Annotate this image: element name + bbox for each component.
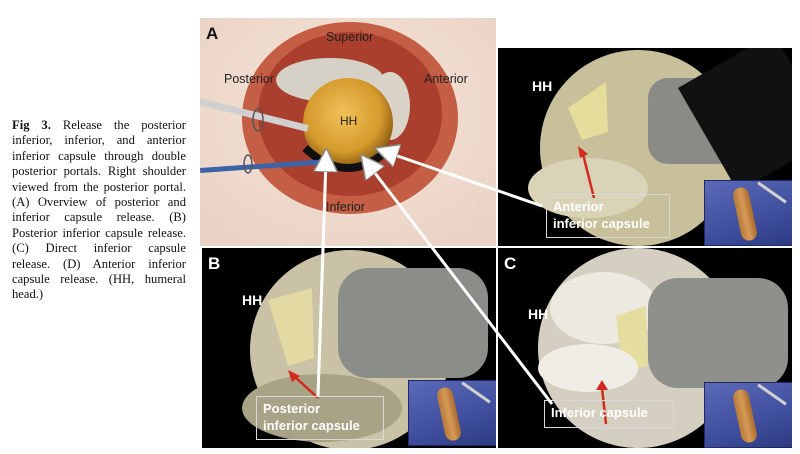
label-anterior-inferior-capsule: Anterior inferior capsule	[546, 194, 670, 238]
portal-inset-image-c	[704, 382, 792, 448]
label-hh-b: HH	[242, 292, 263, 308]
label-line1: Anterior	[553, 199, 604, 214]
label-hh-a: HH	[340, 114, 358, 128]
figure-caption: Fig 3. Release the posterior inferior, i…	[12, 118, 186, 303]
label-superior: Superior	[326, 30, 374, 44]
humeral-head	[303, 78, 393, 168]
label-inferior: Inferior	[326, 200, 365, 214]
label-hh-c: HH	[528, 306, 549, 322]
label-line2: inferior capsule	[263, 418, 360, 433]
figure-composite: A Superior Posterior Anterior Inferior H…	[200, 18, 792, 448]
panel-a-illustration: A Superior Posterior Anterior Inferior H…	[200, 18, 496, 246]
panel-d-arthroscopy: D HH Anterior inferior capsule	[498, 48, 792, 246]
label-inferior-capsule: Inferior capsule	[544, 400, 674, 428]
panel-b-arthroscopy: B HH Posterior inferior capsule	[202, 248, 496, 448]
portal-inset-image-b	[408, 380, 496, 446]
label-line2: inferior capsule	[553, 216, 650, 231]
label-posterior: Posterior	[224, 72, 275, 86]
panel-c-letter: C	[504, 254, 517, 273]
scope-view-d	[528, 48, 792, 246]
label-hh-d: HH	[532, 78, 553, 94]
label-anterior: Anterior	[424, 72, 468, 86]
label-posterior-inferior-capsule: Posterior inferior capsule	[256, 396, 384, 440]
scope-view-c	[538, 248, 788, 448]
caption-label: Fig 3.	[12, 118, 51, 132]
portal-inset-image-d	[704, 180, 792, 246]
panel-c-arthroscopy: C HH Inferior capsule	[498, 248, 792, 448]
caption-text: Release the posterior inferior, inferior…	[12, 118, 186, 302]
label-line1: Posterior	[263, 401, 321, 416]
panel-b-letter: B	[208, 254, 221, 273]
panel-a-letter: A	[206, 24, 219, 43]
